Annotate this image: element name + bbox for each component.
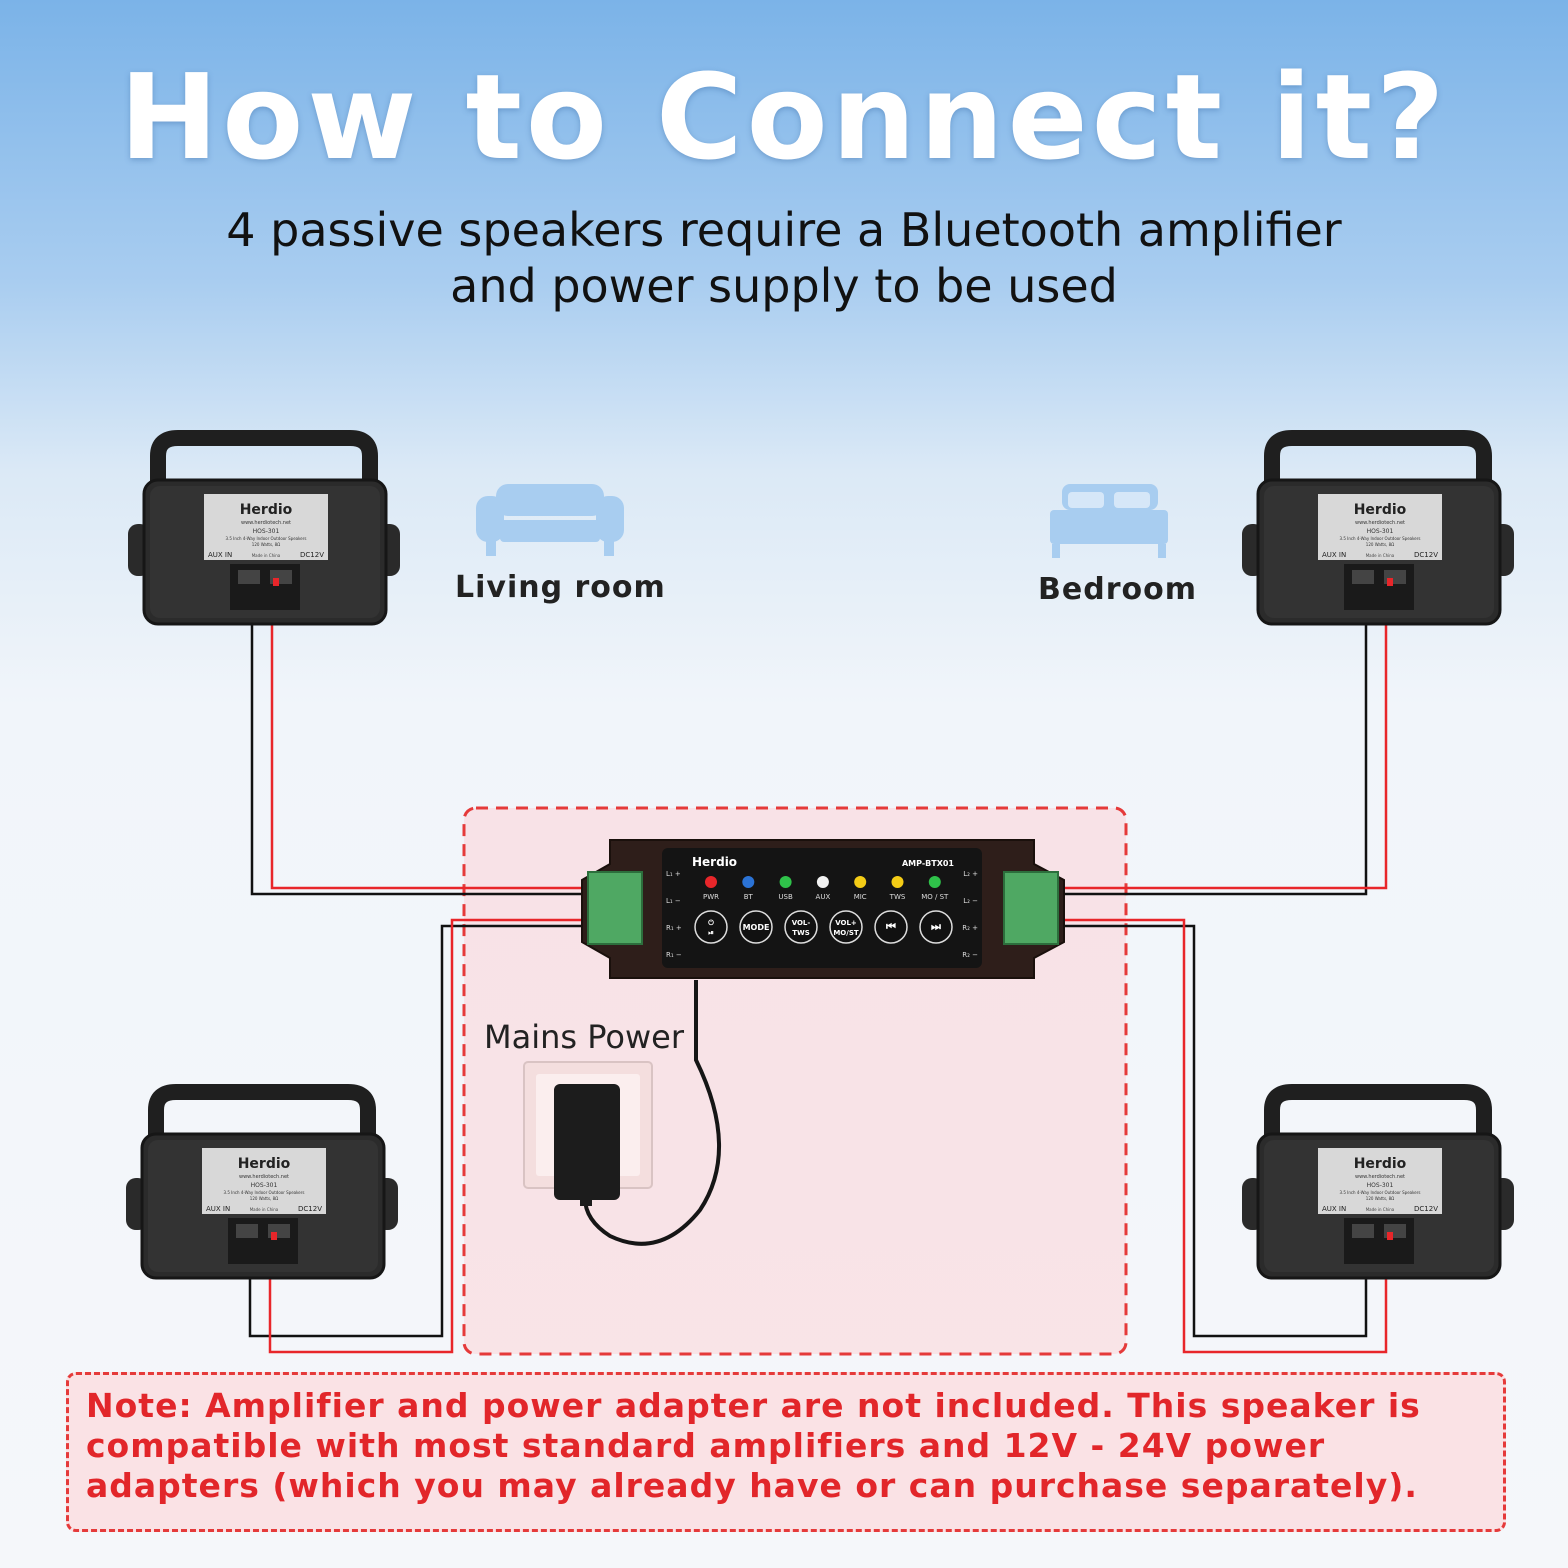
speaker-center-label: Made in China xyxy=(252,553,281,558)
amp-button[interactable] xyxy=(829,910,863,944)
indicator-label: MIC xyxy=(854,893,867,901)
speaker-brand: Herdio xyxy=(1354,502,1407,518)
right-terminal-block xyxy=(1003,871,1059,945)
amp-terminal-labels: L₁ + L₁ − R₁ + R₁ − L₂ + L₂ − R₂ + R₂ − xyxy=(666,870,978,959)
amp-button-label: VOL+ xyxy=(835,919,857,927)
speaker-top-right: Herdio www.herdiotech.net HOS-301 3.5 In… xyxy=(1242,438,1514,624)
speaker-aux-label: AUX IN xyxy=(208,551,232,559)
wire-bottom-right xyxy=(1054,918,1388,1354)
amp-button-label: MO/ST xyxy=(833,929,859,937)
indicator-light xyxy=(891,876,904,888)
speaker-model: HOS-301 xyxy=(251,1182,278,1189)
speaker-top-left: Herdio www.herdiotech.net HOS-301 3.5 In… xyxy=(128,438,400,624)
amp-button-label: ⏻ xyxy=(708,919,714,927)
left-terminal-label: R₁ + xyxy=(666,924,682,932)
amp-button[interactable] xyxy=(694,910,728,944)
speaker-dc-label: DC12V xyxy=(1414,551,1438,559)
left-terminal-label: L₁ + xyxy=(666,870,681,878)
indicator-light xyxy=(705,876,717,888)
wire-bottom-left xyxy=(248,918,592,1354)
speaker-model: HOS-301 xyxy=(253,528,280,535)
amp-model: AMP-BTX01 xyxy=(902,859,954,868)
amp-indicators: PWR BT USB AUX MIC TWS MO / ST xyxy=(703,876,949,901)
indicator-label: USB xyxy=(778,893,793,901)
speaker-brand: Herdio xyxy=(238,1156,291,1172)
wire-top-left xyxy=(250,584,592,896)
amp-button-label: ⏮ xyxy=(886,920,896,933)
amp-button[interactable] xyxy=(919,910,953,944)
page-subtitle: 4 passive speakers require a Bluetooth a… xyxy=(0,202,1568,314)
speaker-dc-label: DC12V xyxy=(1414,1205,1438,1213)
speaker-model: HOS-301 xyxy=(1367,528,1394,535)
speaker-model: HOS-301 xyxy=(1367,1182,1394,1189)
power-cable xyxy=(583,980,722,1246)
right-terminal-label: R₂ + xyxy=(962,924,978,932)
speaker-spec: 120 Watts, 8Ω xyxy=(252,542,280,547)
indicator-label: TWS xyxy=(889,893,906,901)
speaker-description: 3.5 Inch 4-Way Indoor Outdoor Speakers xyxy=(226,536,307,541)
amp-button-label: ⏭ xyxy=(931,920,941,933)
amp-button-label: ⏯ xyxy=(708,929,714,937)
amp-button-label: TWS xyxy=(792,929,810,937)
indicator-label: BT xyxy=(744,893,754,901)
amplifier: Herdio AMP-BTX01 PWR BT USB AUX MIC TWS MO / S… xyxy=(581,839,1065,979)
speaker-center-label: Made in China xyxy=(1366,1207,1395,1212)
subtitle-line-1: 4 passive speakers require a Bluetooth a… xyxy=(226,203,1342,257)
speaker-website: www.herdiotech.net xyxy=(239,1174,289,1180)
page-title: How to Connect it? xyxy=(119,48,1449,186)
speaker-spec: 120 Watts, 8Ω xyxy=(1366,542,1394,547)
living-room-label: Living room xyxy=(455,570,666,605)
speaker-dc-label: DC12V xyxy=(298,1205,322,1213)
right-terminal-label: L₂ − xyxy=(963,897,978,905)
speaker-aux-label: AUX IN xyxy=(206,1205,230,1213)
note-text: Note: Amplifier and power adapter are no… xyxy=(86,1386,1421,1505)
speaker-center-label: Made in China xyxy=(1366,553,1395,558)
amp-button[interactable] xyxy=(784,910,818,944)
bed-icon xyxy=(1050,484,1168,558)
left-terminal-block xyxy=(587,871,643,945)
speaker-website: www.herdiotech.net xyxy=(241,520,291,526)
speaker-center-label: Made in China xyxy=(250,1207,279,1212)
speaker-spec: 120 Watts, 8Ω xyxy=(250,1196,278,1201)
speaker-website: www.herdiotech.net xyxy=(1355,1174,1405,1180)
amp-button-label: MODE xyxy=(743,923,770,932)
speaker-brand: Herdio xyxy=(240,502,293,518)
indicator-label: MO / ST xyxy=(921,893,949,901)
speaker-aux-label: AUX IN xyxy=(1322,551,1346,559)
right-terminal-label: L₂ + xyxy=(963,870,978,878)
mains-power-label: Mains Power xyxy=(484,1018,684,1056)
amp-button[interactable] xyxy=(739,910,773,944)
amp-button[interactable] xyxy=(874,910,908,944)
left-terminal-label: R₁ − xyxy=(666,951,682,959)
speaker-spec: 120 Watts, 8Ω xyxy=(1366,1196,1394,1201)
speaker-brand: Herdio xyxy=(1354,1156,1407,1172)
note-box xyxy=(66,1372,1506,1532)
speaker-description: 3.5 Inch 4-Way Indoor Outdoor Speakers xyxy=(1340,1190,1421,1195)
wire-top-right xyxy=(1054,584,1388,896)
indicator-light xyxy=(854,876,867,888)
speaker-aux-label: AUX IN xyxy=(1322,1205,1346,1213)
speaker-bottom-right: Herdio www.herdiotech.net HOS-301 3.5 In… xyxy=(1242,1092,1514,1278)
speaker-description: 3.5 Inch 4-Way Indoor Outdoor Speakers xyxy=(224,1190,305,1195)
indicator-label: PWR xyxy=(703,893,719,901)
speaker-website: www.herdiotech.net xyxy=(1355,520,1405,526)
indicator-light xyxy=(779,876,792,888)
bedroom-label: Bedroom xyxy=(1038,572,1197,607)
speaker-description: 3.5 Inch 4-Way Indoor Outdoor Speakers xyxy=(1340,536,1421,541)
subtitle-line-2: and power supply to be used xyxy=(450,259,1118,313)
amp-button-label: VOL- xyxy=(792,919,811,927)
left-terminal-label: L₁ − xyxy=(666,897,681,905)
amp-buttons: ⏻ ⏯ MODE VOL- TWS VOL+ MO/ST ⏮ ⏭ xyxy=(694,910,953,944)
sofa-icon xyxy=(476,484,624,556)
indicator-light xyxy=(742,876,755,888)
indicator-label: AUX xyxy=(816,893,831,901)
indicator-light xyxy=(816,876,829,888)
indicator-light xyxy=(928,876,941,888)
right-terminal-label: R₂ − xyxy=(962,951,978,959)
speaker-dc-label: DC12V xyxy=(300,551,324,559)
amp-brand: Herdio xyxy=(692,855,737,869)
power-adapter xyxy=(554,1084,620,1206)
speaker-bottom-left: Herdio www.herdiotech.net HOS-301 3.5 In… xyxy=(126,1092,398,1278)
